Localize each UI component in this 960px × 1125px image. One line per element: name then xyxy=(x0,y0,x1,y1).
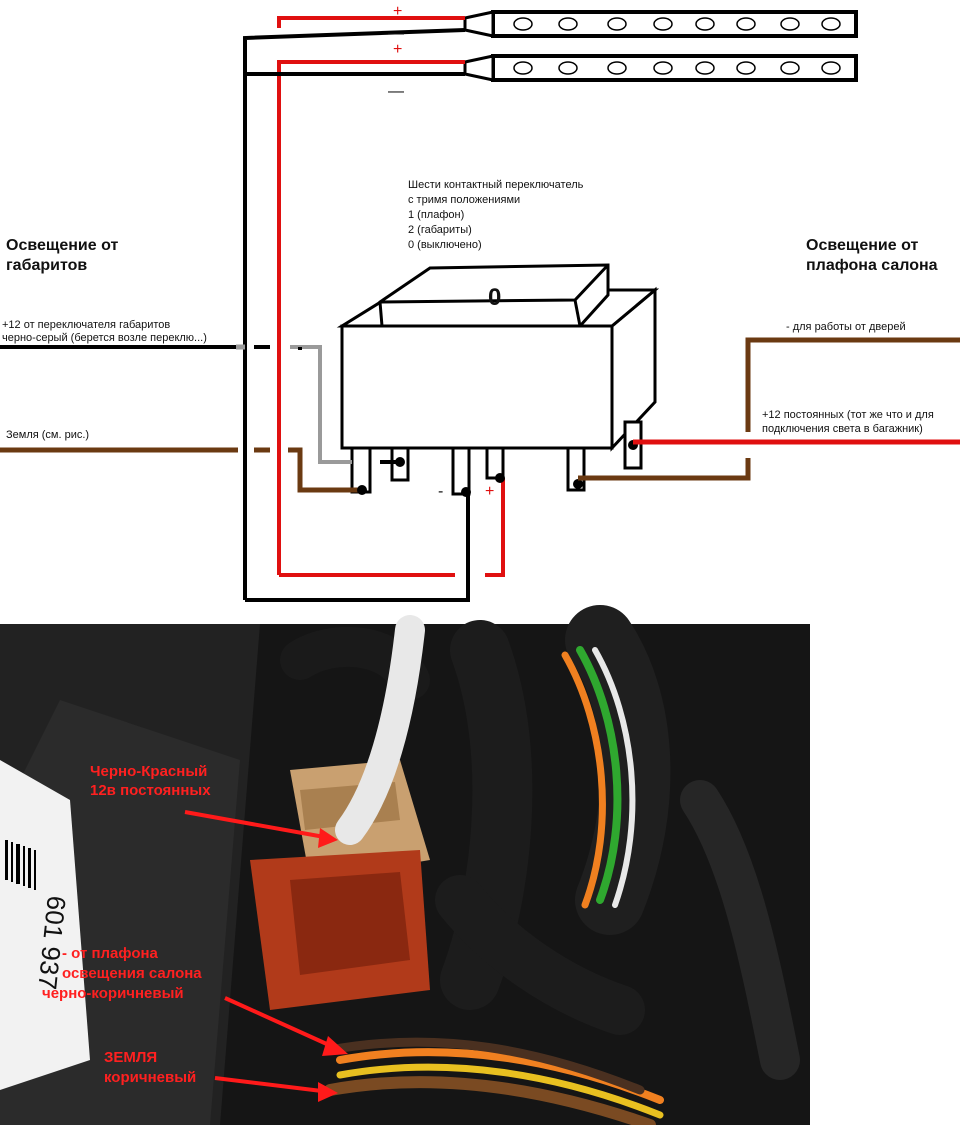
strip-minus-1: — xyxy=(388,25,404,42)
svg-text:+12 постоянных (тот же что и д: +12 постоянных (тот же что и для xyxy=(762,409,934,421)
switch-symbol: 0 xyxy=(488,284,501,311)
svg-text:0 (выключено): 0 (выключено) xyxy=(408,239,482,251)
connector-photo: 601 937 xyxy=(0,605,810,1125)
pin-dots xyxy=(357,440,638,497)
left-title: Освещение от габаритов xyxy=(6,237,118,274)
sticker: 601 937 xyxy=(0,760,90,1090)
photo-label-1-line-2: 12в постоянных xyxy=(90,782,211,799)
svg-text:плафона салона: плафона салона xyxy=(806,257,938,274)
svg-text:+12 от переключателя габаритов: +12 от переключателя габаритов xyxy=(2,319,170,331)
svg-text:Освещение от: Освещение от xyxy=(806,237,918,254)
svg-text:подключения света в багажник): подключения света в багажник) xyxy=(762,423,923,435)
right-wire-labels: - для работы от дверей +12 постоянных (т… xyxy=(762,321,934,435)
svg-text:2 (габариты): 2 (габариты) xyxy=(408,224,472,236)
strip-minus-2: — xyxy=(388,83,404,100)
svg-text:Шести контактный переключатель: Шести контактный переключатель xyxy=(408,179,584,191)
switch-description: Шести контактный переключатель с тримя п… xyxy=(408,179,584,251)
svg-text:черно-серый (берется возле пер: черно-серый (берется возле переклю...) xyxy=(2,332,207,344)
svg-text:с тримя положениями: с тримя положениями xyxy=(408,194,520,206)
photo-label-2-line-2: освещения салона xyxy=(62,965,202,982)
photo-label-3-line-2: коричневый xyxy=(104,1069,196,1086)
photo-label-2-line-3: черно-коричневый xyxy=(42,985,184,1002)
photo-label-3-line-1: ЗЕМЛЯ xyxy=(104,1049,157,1066)
svg-text:- для работы от дверей: - для работы от дверей xyxy=(786,321,906,333)
right-wires xyxy=(578,337,960,481)
strip-wires xyxy=(243,16,466,600)
strip-plus-2: + xyxy=(393,41,402,58)
right-title: Освещение от плафона салона xyxy=(806,237,938,274)
rocker-switch xyxy=(336,263,660,496)
svg-text:габаритов: габаритов xyxy=(6,257,87,274)
pin-plus-label: + xyxy=(485,483,494,500)
svg-text:Земля (см. рис.): Земля (см. рис.) xyxy=(6,429,89,441)
led-strip-2 xyxy=(463,54,858,82)
svg-text:1 (плафон): 1 (плафон) xyxy=(408,209,464,221)
photo-label-1-line-1: Черно-Красный xyxy=(90,763,207,780)
left-wires xyxy=(0,344,505,602)
pin-minus-label: - xyxy=(438,483,443,500)
left-wire-labels: +12 от переключателя габаритов черно-сер… xyxy=(2,319,207,441)
photo-label-2-line-1: - от плафона xyxy=(62,945,159,962)
svg-text:Освещение от: Освещение от xyxy=(6,237,118,254)
led-strip-1 xyxy=(463,10,858,38)
strip-plus-1: + xyxy=(393,3,402,20)
